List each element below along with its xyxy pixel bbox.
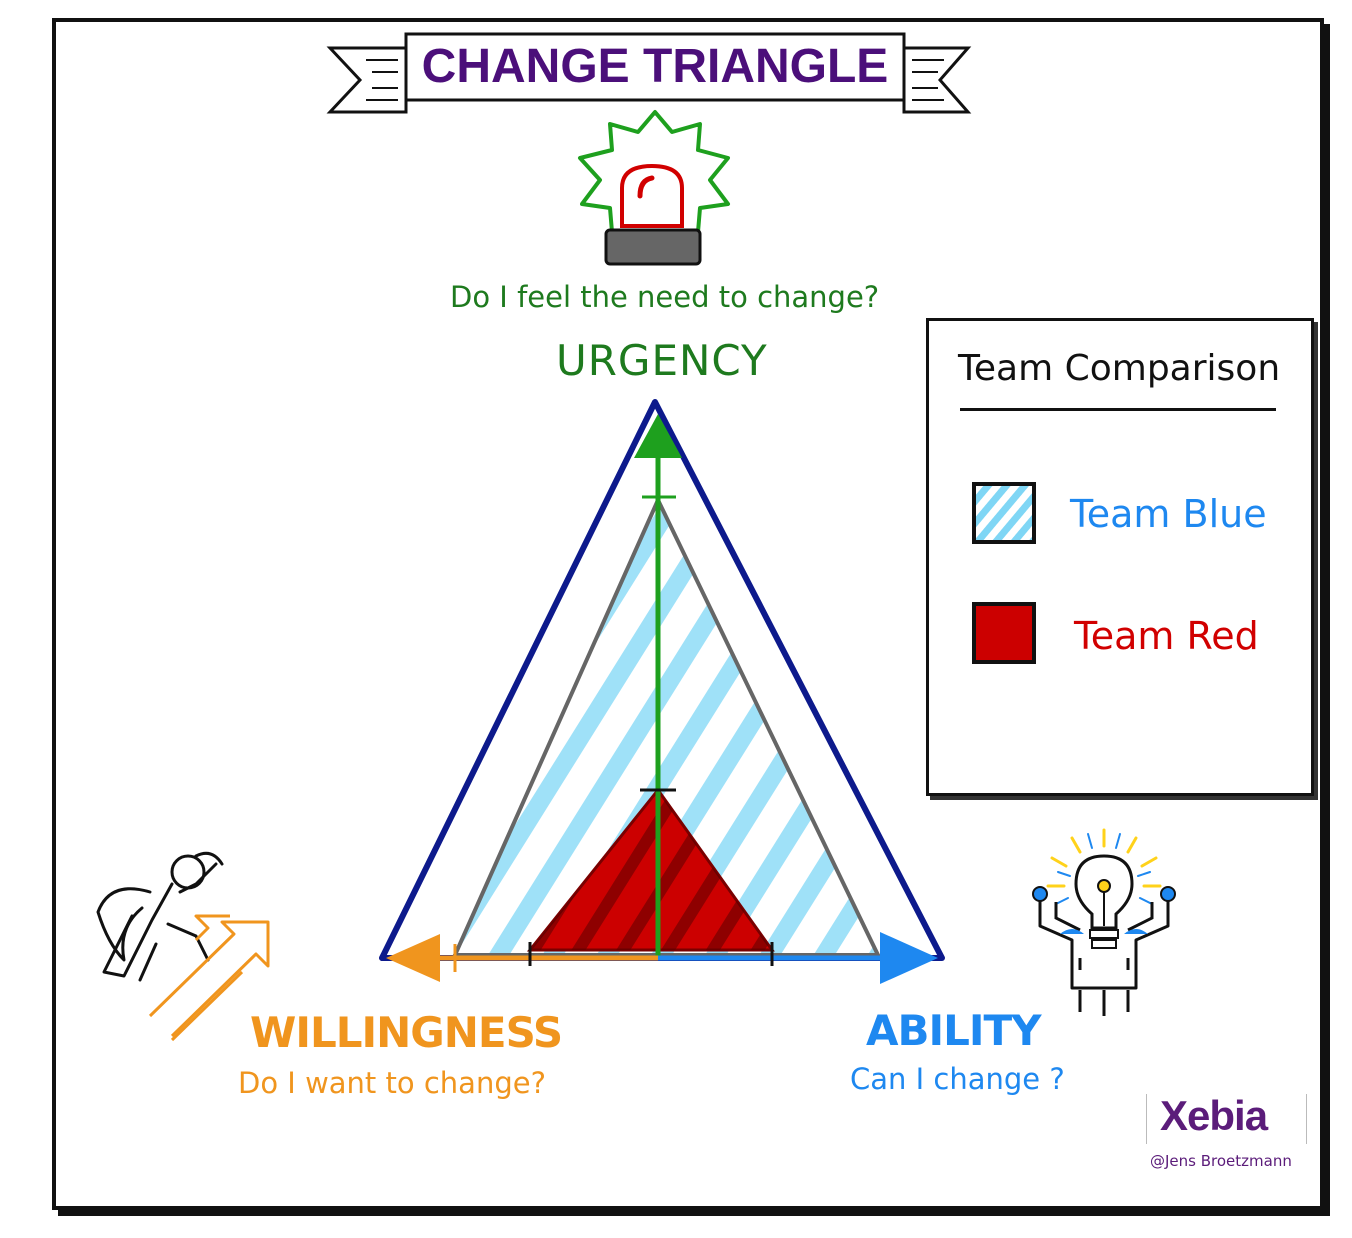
lightbulb-icon — [1032, 828, 1176, 1016]
page-title: CHANGE TRIANGLE — [421, 40, 889, 93]
legend-title: Team Comparison — [958, 348, 1281, 389]
willingness-axis — [386, 934, 658, 982]
willingness-question: Do I want to change? — [238, 1066, 546, 1100]
logo-divider-left — [1146, 1094, 1147, 1144]
legend-divider — [960, 408, 1276, 411]
urgency-label: URGENCY — [556, 336, 768, 385]
urgency-question: Do I feel the need to change? — [450, 280, 880, 314]
legend-item-team-red: Team Red — [1074, 614, 1259, 658]
legend-swatch-red — [972, 602, 1036, 664]
title-banner — [326, 32, 972, 114]
legend-box — [926, 318, 1314, 796]
urgency-axis — [634, 414, 682, 958]
willingness-label: WILLINGNESS — [250, 1008, 563, 1057]
siren-icon — [578, 110, 730, 266]
team-blue-area — [451, 495, 882, 957]
xebia-logo: Xebia — [1160, 1092, 1268, 1139]
ability-label: ABILITY — [866, 1006, 1042, 1055]
superhero-icon — [96, 851, 224, 982]
ability-question: Can I change ? — [850, 1062, 1065, 1096]
legend-item-team-blue: Team Blue — [1070, 492, 1267, 536]
ability-axis — [658, 932, 938, 984]
legend-swatch-blue — [972, 482, 1036, 544]
author-credit: @Jens Broetzmann — [1150, 1152, 1292, 1170]
logo-divider-right — [1306, 1094, 1307, 1144]
legend-swatches — [972, 482, 1036, 664]
rising-arrows-icon — [148, 914, 270, 1042]
